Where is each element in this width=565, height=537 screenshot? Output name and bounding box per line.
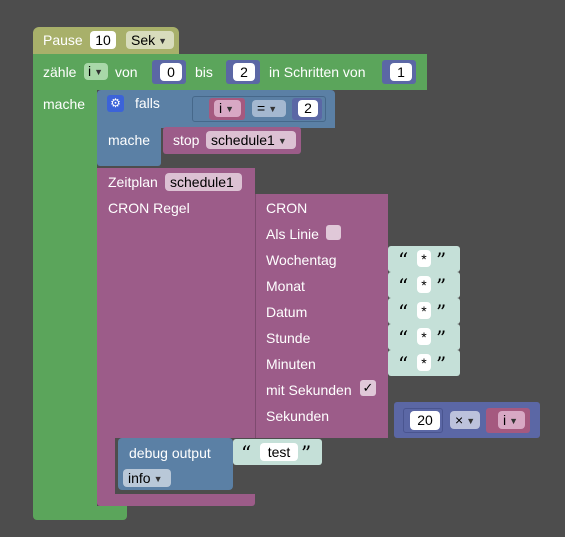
with-seconds-label: mit Sekunden bbox=[266, 382, 352, 398]
stop-block[interactable]: stop schedule1▼ bbox=[163, 127, 301, 154]
cron-field-label-weekday: Wochentag bbox=[266, 252, 337, 268]
text-block-weekday[interactable]: “ * ” bbox=[388, 246, 460, 272]
chevron-down-icon: ▼ bbox=[277, 136, 287, 146]
quote-open-icon: “ bbox=[398, 300, 409, 324]
cron-rule-label: CRON Regel bbox=[108, 200, 190, 216]
cron-minute-field[interactable]: * bbox=[417, 354, 431, 371]
compare-left-var-value: i bbox=[219, 100, 223, 116]
pause-label: Pause bbox=[43, 32, 83, 48]
pause-unit-value: Sek bbox=[131, 32, 156, 48]
pause-value-field[interactable]: 10 bbox=[90, 31, 116, 49]
schedule-block[interactable] bbox=[97, 168, 255, 438]
chevron-down-icon: ▼ bbox=[94, 67, 104, 77]
loop-to-label: bis bbox=[195, 64, 213, 80]
debug-level-value: info bbox=[128, 470, 151, 486]
cron-field-label-minute: Minuten bbox=[266, 356, 316, 372]
text-block-minute[interactable]: “ * ” bbox=[388, 350, 460, 376]
chevron-down-icon: ▼ bbox=[225, 104, 235, 114]
seconds-value-field[interactable]: 20 bbox=[410, 411, 440, 430]
as-line-checkbox[interactable] bbox=[326, 225, 341, 240]
compare-left-var-dropdown[interactable]: i▼ bbox=[214, 100, 241, 117]
schedule-name-field[interactable]: schedule1 bbox=[165, 173, 242, 191]
chevron-down-icon: ▼ bbox=[158, 36, 168, 46]
cron-field-label-date: Datum bbox=[266, 304, 308, 320]
loop-step-label: in Schritten von bbox=[269, 64, 366, 80]
cron-title: CRON bbox=[266, 200, 308, 216]
loop-from-field[interactable]: 0 bbox=[160, 63, 182, 81]
cron-month-field[interactable]: * bbox=[417, 276, 431, 293]
quote-close-icon: ” bbox=[436, 326, 447, 350]
chevron-down-icon: ▼ bbox=[153, 474, 163, 484]
pause-block[interactable]: Pause 10 Sek▼ bbox=[33, 27, 179, 54]
quote-open-icon: “ bbox=[241, 441, 252, 465]
quote-open-icon: “ bbox=[398, 274, 409, 298]
schedule-label: Zeitplan bbox=[108, 174, 158, 190]
count-loop-body-arm bbox=[33, 90, 97, 506]
if-do-label: mache bbox=[108, 132, 151, 148]
loop-variable-value: i bbox=[88, 63, 92, 79]
count-loop-footer bbox=[33, 506, 127, 520]
seconds-label: Sekunden bbox=[266, 408, 330, 424]
stop-label: stop bbox=[173, 132, 200, 148]
with-seconds-checkbox[interactable]: ✓ bbox=[360, 380, 376, 396]
cron-field-label-month: Monat bbox=[266, 278, 305, 294]
text-block-month[interactable]: “ * ” bbox=[388, 272, 460, 298]
quote-close-icon: ” bbox=[436, 248, 447, 272]
loop-step-field[interactable]: 1 bbox=[390, 63, 412, 81]
debug-text-block[interactable]: “ test ” bbox=[233, 439, 322, 465]
quote-close-icon: ” bbox=[436, 274, 447, 298]
schedule-block-arm bbox=[97, 438, 115, 496]
loop-do-label: mache bbox=[43, 96, 86, 112]
chevron-down-icon: ▼ bbox=[268, 104, 278, 114]
compare-right-field[interactable]: 2 bbox=[298, 100, 318, 117]
text-block-date[interactable]: “ * ” bbox=[388, 298, 460, 324]
cron-hour-field[interactable]: * bbox=[417, 328, 431, 345]
quote-open-icon: “ bbox=[398, 352, 409, 376]
chevron-down-icon: ▼ bbox=[509, 416, 519, 426]
schedule-name-value: schedule1 bbox=[170, 174, 234, 190]
pause-unit-dropdown[interactable]: Sek▼ bbox=[126, 31, 174, 49]
multiply-block[interactable]: 20 ×▼ i▼ bbox=[394, 402, 540, 438]
multiply-operator-value: × bbox=[455, 412, 464, 428]
compare-operator-value: = bbox=[257, 100, 266, 116]
cron-block[interactable] bbox=[255, 194, 388, 438]
stop-target-dropdown[interactable]: schedule1▼ bbox=[206, 131, 296, 149]
gear-icon[interactable]: ⚙ bbox=[107, 95, 124, 112]
loop-label: zähle bbox=[43, 64, 77, 80]
loop-to-field[interactable]: 2 bbox=[233, 63, 255, 81]
stop-target-value: schedule1 bbox=[211, 132, 275, 148]
multiply-var-value: i bbox=[503, 412, 507, 428]
if-label: falls bbox=[135, 95, 160, 111]
quote-open-icon: “ bbox=[398, 248, 409, 272]
loop-from-label: von bbox=[115, 64, 138, 80]
multiply-operator-dropdown[interactable]: ×▼ bbox=[450, 411, 480, 429]
multiply-var-dropdown[interactable]: i▼ bbox=[498, 411, 525, 429]
chevron-down-icon: ▼ bbox=[466, 416, 476, 426]
as-line-label: Als Linie bbox=[266, 226, 319, 242]
debug-text-field[interactable]: test bbox=[260, 443, 298, 461]
quote-close-icon: ” bbox=[436, 300, 447, 324]
schedule-block-footer bbox=[97, 494, 255, 506]
debug-level-dropdown[interactable]: info▼ bbox=[123, 469, 171, 487]
debug-output-block[interactable]: debug output info▼ bbox=[118, 438, 233, 490]
compare-operator-dropdown[interactable]: =▼ bbox=[252, 100, 286, 117]
quote-open-icon: “ bbox=[398, 326, 409, 350]
loop-variable-dropdown[interactable]: i▼ bbox=[84, 63, 108, 80]
checkmark-icon: ✓ bbox=[362, 380, 374, 395]
cron-weekday-field[interactable]: * bbox=[417, 250, 431, 267]
debug-output-label: debug output bbox=[129, 445, 211, 461]
cron-field-label-hour: Stunde bbox=[266, 330, 311, 346]
quote-close-icon: ” bbox=[301, 441, 312, 465]
text-block-hour[interactable]: “ * ” bbox=[388, 324, 460, 350]
cron-date-field[interactable]: * bbox=[417, 302, 431, 319]
quote-close-icon: ” bbox=[436, 352, 447, 376]
if-block-bottom bbox=[97, 154, 161, 166]
